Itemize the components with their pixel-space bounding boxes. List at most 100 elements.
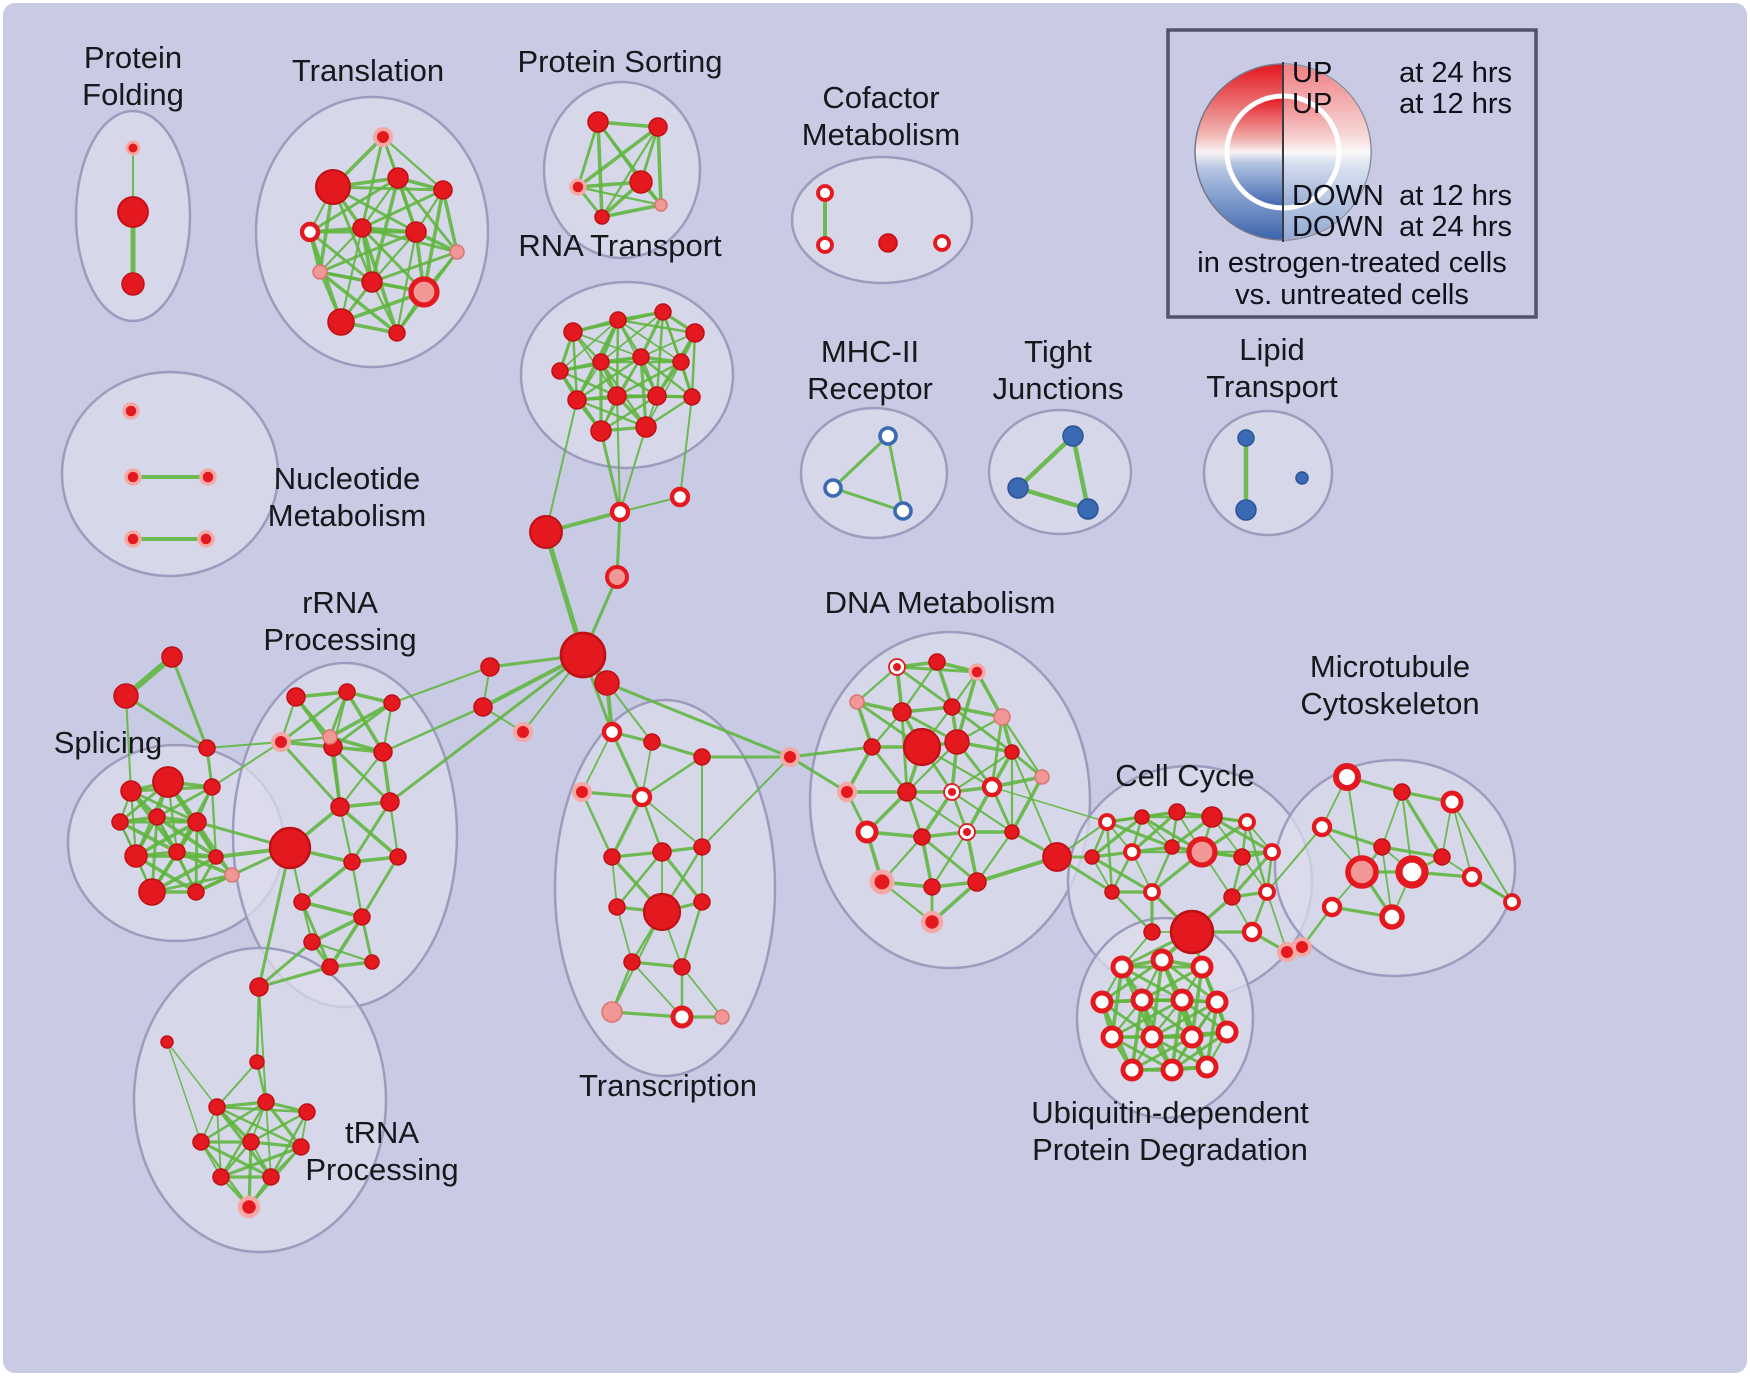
network-edge	[610, 1010, 684, 1019]
network-edge	[1110, 998, 1184, 1039]
network-node-tn6	[298, 1103, 316, 1121]
network-node-rr8	[330, 797, 350, 817]
network-node-cc5	[1238, 813, 1256, 831]
network-edge	[1000, 715, 1044, 779]
legend: UP at 24 hrs UP at 12 hrs DOWN at 12 hrs…	[1166, 28, 1538, 319]
network-node-rr18	[322, 729, 338, 745]
network-node-ps5	[594, 209, 610, 225]
network-node-tc14	[601, 1001, 623, 1023]
network-node-pf2	[117, 196, 149, 228]
network-node-hb4	[559, 631, 607, 679]
network-node-rr1	[286, 687, 306, 707]
network-edge	[1451, 801, 1473, 878]
network-node-ub11	[1215, 1020, 1239, 1044]
network-node-ub3	[1190, 955, 1214, 979]
network-node-ps4	[629, 170, 653, 194]
network-edge	[576, 185, 663, 207]
network-edge	[328, 915, 364, 969]
network-node-cc13	[1143, 883, 1161, 901]
network-edge	[381, 135, 445, 192]
network-node-ub5	[1130, 988, 1154, 1012]
network-edge	[124, 694, 209, 750]
network-node-rr9	[380, 792, 400, 812]
network-node-tr8	[449, 244, 465, 260]
network-edge	[788, 745, 874, 759]
network-edge	[155, 785, 214, 819]
network-node-mc3	[1440, 790, 1464, 814]
network-node-cf2	[816, 236, 834, 254]
network-node-tn7	[192, 1133, 210, 1151]
network-node-tc11	[693, 893, 711, 911]
network-node-cc4	[1201, 806, 1223, 828]
network-node-cc11	[1263, 843, 1281, 861]
network-edge	[310, 940, 374, 964]
network-node-ub8	[1100, 1025, 1124, 1049]
network-node-rt2	[609, 311, 627, 329]
network-node-dm3	[968, 663, 986, 681]
network-edge	[350, 860, 364, 919]
network-edge	[950, 750, 1014, 794]
network-node-dm17	[855, 820, 879, 844]
network-edge	[1105, 820, 1174, 849]
network-node-tr9	[312, 264, 328, 280]
network-node-mc7	[1345, 855, 1379, 889]
network-node-sp4	[111, 813, 129, 831]
network-edge	[1320, 825, 1384, 849]
network-node-nm4	[124, 530, 142, 548]
network-edge	[610, 795, 644, 859]
network-node-dmc	[1042, 842, 1072, 872]
network-edge	[211, 741, 282, 788]
network-node-nm2	[124, 468, 142, 486]
network-node-dm8	[863, 738, 881, 756]
legend-caption-line1: in estrogen-treated cells	[1197, 247, 1507, 279]
network-edge	[619, 426, 647, 513]
network-node-tc10	[642, 892, 682, 932]
network-edge	[679, 396, 693, 498]
network-edge	[308, 230, 374, 284]
network-edge	[576, 120, 600, 189]
network-edge	[615, 850, 664, 909]
network-edge	[1015, 433, 1076, 491]
network-node-hb3	[605, 565, 629, 589]
network-node-rt9	[567, 390, 587, 410]
network-node-sp10	[138, 878, 166, 906]
network-node-tr12	[327, 308, 355, 336]
network-edge	[331, 745, 392, 804]
network-edge	[328, 701, 394, 739]
network-node-tc9	[608, 898, 626, 916]
network-node-rt3	[654, 303, 672, 321]
network-node-dm2	[928, 653, 946, 671]
network-node-rr13	[303, 933, 321, 951]
network-edge	[370, 250, 459, 284]
network-edge	[640, 755, 704, 799]
network-edge	[1160, 958, 1219, 1004]
network-node-core-dm1	[893, 663, 901, 671]
network-edge	[195, 820, 234, 877]
network-node-dm20	[1004, 824, 1020, 840]
network-node-hb2	[529, 515, 563, 549]
legend-down-12-time: at 12 hrs	[1399, 180, 1512, 212]
network-node-cc8	[1164, 839, 1180, 855]
network-node-rr3	[383, 694, 401, 712]
network-edge	[680, 900, 704, 969]
network-node-core-dm14	[948, 788, 956, 796]
network-edge	[1451, 801, 1513, 903]
network-edge	[318, 230, 418, 274]
network-node-tc8	[693, 838, 711, 856]
network-edge	[895, 665, 954, 709]
network-node-nm5	[197, 530, 215, 548]
network-node-mc12	[1292, 937, 1312, 957]
network-node-tn3	[249, 1054, 265, 1070]
network-edge	[990, 715, 1004, 789]
network-node-rt10	[607, 386, 627, 406]
network-node-tn2	[160, 1035, 174, 1049]
network-node-tc3	[693, 748, 711, 766]
network-node-ub12	[1120, 1058, 1144, 1082]
network-edge	[975, 830, 1014, 884]
network-node-sp2	[152, 766, 184, 798]
network-node-cn1	[480, 657, 500, 677]
network-edge	[575, 398, 648, 429]
